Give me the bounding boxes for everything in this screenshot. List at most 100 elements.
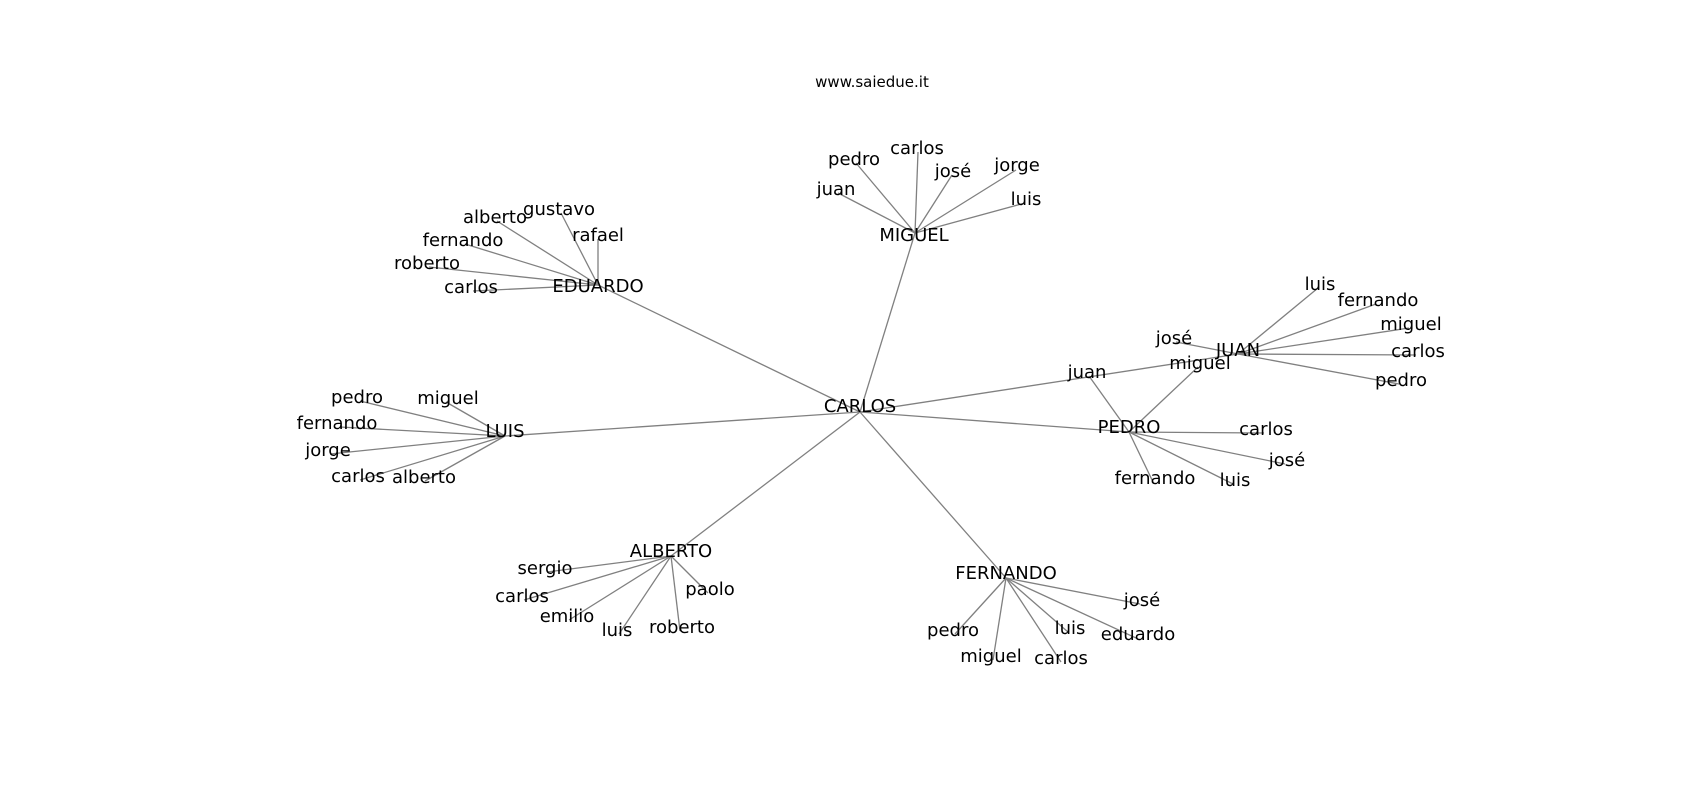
edge-n15-n21: [424, 435, 506, 482]
edge-n8-n10: [496, 220, 599, 286]
node-label-jorge: jorge: [993, 155, 1040, 176]
node-label-rafael: rafael: [572, 225, 624, 246]
graph-title: www.saiedue.it: [815, 73, 929, 91]
edge-n36-n39: [1128, 431, 1234, 485]
node-label-alberto: alberto: [463, 207, 527, 228]
edge-n22-n26: [618, 555, 672, 635]
edge-n29-n34: [1005, 577, 1137, 639]
edge-n0-n1: [859, 232, 916, 413]
node-label-luis: luis: [1055, 618, 1086, 639]
node-label-juan: JUAN: [1215, 340, 1260, 361]
edge-n1-n4: [914, 174, 953, 234]
node-label-carlos: carlos: [1391, 341, 1445, 362]
node-label-roberto: roberto: [394, 253, 460, 274]
edge-n29-n35: [1005, 577, 1141, 605]
node-label-paolo: paolo: [685, 579, 734, 600]
node-label-juan: juan: [816, 179, 856, 200]
edge-n15-n19: [329, 435, 506, 455]
node-label-jos-: josé: [1268, 450, 1305, 471]
edge-n22-n23: [546, 555, 672, 573]
edge-n36-n38: [1128, 431, 1286, 465]
edge-n29-n30: [954, 577, 1007, 635]
edge-n43-n46: [1237, 303, 1377, 355]
node-label-fernando: fernando: [297, 413, 378, 434]
node-label-gustavo: gustavo: [523, 199, 595, 220]
node-label-miguel: miguel: [1169, 353, 1230, 374]
edge-n22-n27: [670, 555, 681, 632]
node-label-pedro: pedro: [828, 149, 880, 170]
node-label-carlos: carlos: [1239, 419, 1293, 440]
node-label-carlos: carlos: [1034, 648, 1088, 669]
node-label-fernando: fernando: [1115, 468, 1196, 489]
edge-n8-n12: [464, 243, 599, 286]
edge-n8-n9: [560, 212, 599, 286]
edges-layer: [329, 151, 1417, 663]
edge-n0-n8: [597, 284, 861, 413]
node-label-fernando: fernando: [423, 230, 504, 251]
node-label-luis: LUIS: [485, 421, 524, 442]
node-label-luis: luis: [602, 620, 633, 641]
node-label-carlos: carlos: [444, 277, 498, 298]
node-label-miguel: miguel: [960, 646, 1021, 667]
node-label-carlos: carlos: [495, 586, 549, 607]
node-label-jos-: josé: [1155, 328, 1192, 349]
edge-n36-n37: [1128, 431, 1265, 434]
node-label-jorge: jorge: [304, 440, 351, 461]
edge-n15-n20: [359, 435, 506, 481]
node-label-alberto: ALBERTO: [630, 541, 712, 562]
edge-n1-n5: [914, 169, 1017, 234]
node-label-sergio: sergio: [518, 558, 573, 579]
node-label-juan: juan: [1067, 362, 1107, 383]
node-label-alberto: alberto: [392, 467, 456, 488]
edge-n43-n47: [1237, 327, 1410, 355]
edge-n22-n24: [523, 555, 672, 601]
node-label-roberto: roberto: [649, 617, 715, 638]
node-label-pedro: pedro: [1375, 370, 1427, 391]
node-label-carlos: CARLOS: [824, 396, 896, 417]
edge-n8-n13: [428, 266, 599, 286]
edge-n0-n43: [859, 353, 1239, 413]
node-label-fernando: FERNANDO: [955, 563, 1057, 584]
edge-n1-n2: [855, 162, 916, 234]
edge-n29-n33: [1005, 577, 1069, 633]
node-label-luis: luis: [1011, 189, 1042, 210]
edge-n43-n49: [1237, 353, 1400, 385]
edge-n0-n15: [504, 411, 861, 437]
edge-n0-n29: [859, 411, 1007, 579]
edge-n43-n45: [1237, 287, 1319, 355]
edge-n29-n32: [1005, 577, 1062, 663]
edge-n0-n36: [859, 411, 1130, 433]
node-label-carlos: carlos: [890, 138, 944, 159]
node-label-eduardo: eduardo: [1101, 624, 1175, 645]
node-label-fernando: fernando: [1338, 290, 1419, 311]
edge-n8-n14: [472, 284, 599, 292]
node-label-jos-: josé: [1123, 590, 1160, 611]
node-label-carlos: carlos: [331, 466, 385, 487]
edge-n43-n44: [1175, 341, 1239, 355]
edge-n1-n7: [914, 202, 1026, 234]
edge-n15-n16: [359, 400, 506, 437]
node-label-emilio: emilio: [540, 606, 595, 627]
edge-n15-n18: [339, 426, 506, 437]
node-label-luis: luis: [1220, 470, 1251, 491]
edge-n36-n42: [1128, 366, 1199, 433]
node-label-jos-: josé: [934, 161, 971, 182]
edge-n22-n28: [670, 555, 709, 594]
node-label-pedro: pedro: [331, 387, 383, 408]
edge-n1-n6: [837, 192, 916, 234]
edge-n43-n48: [1237, 353, 1417, 356]
node-label-miguel: miguel: [1380, 314, 1441, 335]
edge-n1-n3: [914, 151, 919, 234]
edge-n15-n17: [445, 401, 506, 437]
node-label-pedro: pedro: [927, 620, 979, 641]
node-label-eduardo: EDUARDO: [552, 276, 643, 297]
node-label-miguel: miguel: [417, 388, 478, 409]
node-label-miguel: MIGUEL: [879, 225, 948, 246]
node-label-luis: luis: [1305, 274, 1336, 295]
node-label-pedro: PEDRO: [1098, 417, 1161, 438]
edge-n36-n40: [1128, 431, 1154, 483]
edge-n0-n22: [670, 411, 861, 557]
edge-n22-n25: [568, 555, 672, 621]
